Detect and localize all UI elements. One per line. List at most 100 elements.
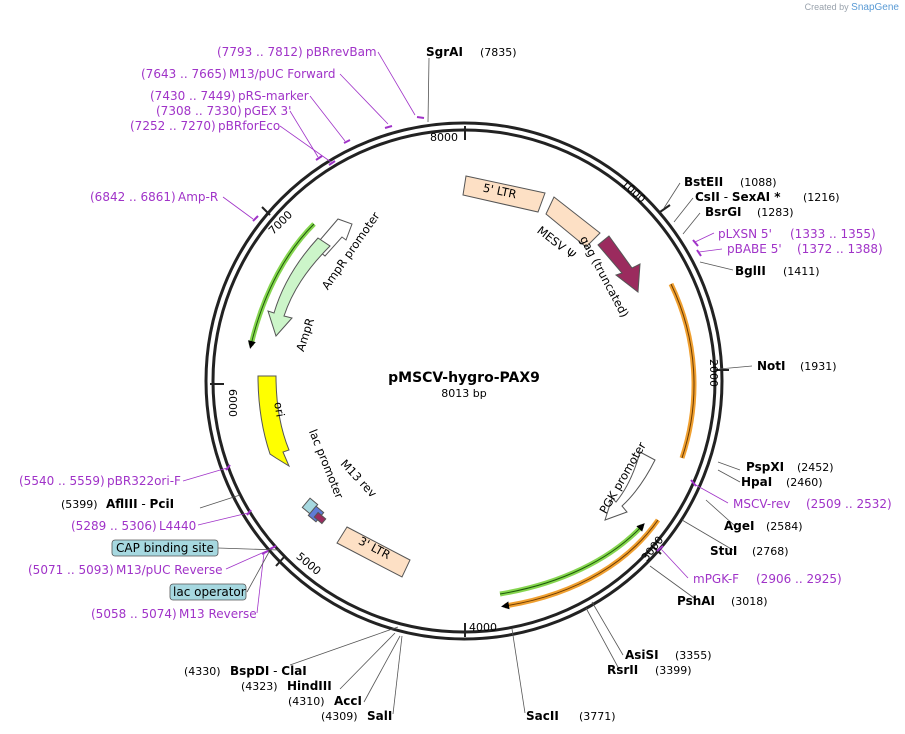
primer-pgex3[interactable]: (7308 .. 7330) pGEX 3' <box>156 104 291 118</box>
svg-text:RsrII: RsrII <box>607 663 638 677</box>
svg-text:lac operator: lac operator <box>173 585 246 599</box>
svg-text:(1333 .. 1355): (1333 .. 1355) <box>790 227 876 241</box>
svg-text:BsrGI: BsrGI <box>705 205 742 219</box>
svg-text:MSCV-rev: MSCV-rev <box>733 497 790 511</box>
tick-8000: 8000 <box>430 131 458 144</box>
svg-text:(3771): (3771) <box>579 710 616 723</box>
snapgene-logo: SnapGene <box>851 2 899 13</box>
svg-text:(5058 .. 5074): (5058 .. 5074) <box>91 607 177 621</box>
site-csii-sexai[interactable]: CsII - SexAI * (1216) <box>695 190 840 204</box>
svg-text:pLXSN 5': pLXSN 5' <box>718 227 772 241</box>
svg-text:(7308 .. 7330): (7308 .. 7330) <box>156 104 242 118</box>
primer-m13-reverse[interactable]: (5058 .. 5074) M13 Reverse <box>91 607 257 621</box>
svg-text:SalI: SalI <box>367 709 392 723</box>
site-agei[interactable]: AgeI (2584) <box>724 519 803 533</box>
site-afliii-pcii[interactable]: (5399) AflIII - PciI <box>61 497 174 511</box>
svg-text:(4323): (4323) <box>241 680 278 693</box>
svg-text:(1931): (1931) <box>800 360 837 373</box>
svg-text:BglII: BglII <box>735 264 766 278</box>
primer-prs-marker[interactable]: (7430 .. 7449) pRS-marker <box>150 89 309 103</box>
svg-text:(2768): (2768) <box>752 545 789 558</box>
svg-text:CAP binding site: CAP binding site <box>116 541 214 555</box>
svg-text:(2452): (2452) <box>797 461 834 474</box>
site-bspdi-clai[interactable]: (4330) BspDI - ClaI <box>184 664 307 678</box>
feature-ampr[interactable]: AmpR <box>267 237 331 353</box>
site-noti[interactable]: NotI (1931) <box>757 359 837 373</box>
site-acci[interactable]: (4310) AccI <box>288 694 362 708</box>
orange-arc-1 <box>668 282 697 459</box>
primer-leaders <box>182 51 729 614</box>
feature-pgk-promoter[interactable]: PGK promoter <box>596 439 656 521</box>
primer-pbrrevbam[interactable]: (7793 .. 7812) pBRrevBam <box>217 45 377 59</box>
site-bglii[interactable]: BglII (1411) <box>735 264 820 278</box>
primer-pbabe5[interactable]: pBABE 5' (1372 .. 1388) <box>727 242 883 256</box>
svg-text:SgrAI: SgrAI <box>426 45 463 59</box>
site-hpai[interactable]: HpaI (2460) <box>741 475 823 489</box>
primer-pbr322ori-f[interactable]: (5540 .. 5559) pBR322ori-F <box>19 474 181 488</box>
svg-text:BspDI - ClaI: BspDI - ClaI <box>230 664 307 678</box>
svg-text:(2509 .. 2532): (2509 .. 2532) <box>806 497 892 511</box>
site-pspxi[interactable]: PspXI (2452) <box>746 460 834 474</box>
site-bsteii[interactable]: BstEII (1088) <box>684 175 777 189</box>
cap-binding-site-box[interactable]: CAP binding site <box>111 539 219 557</box>
svg-text:(3399): (3399) <box>655 664 692 677</box>
site-sacii[interactable]: SacII (3771) <box>526 709 616 723</box>
orange-arc-2-core <box>501 519 659 610</box>
site-stui[interactable]: StuI (2768) <box>710 544 789 558</box>
primer-l4440[interactable]: (5289 .. 5306) L4440 <box>71 519 196 533</box>
svg-text:(5540 .. 5559): (5540 .. 5559) <box>19 474 105 488</box>
svg-text:5' LTR: 5' LTR <box>482 181 518 202</box>
svg-text:L4440: L4440 <box>159 519 196 533</box>
svg-text:pBABE 5': pBABE 5' <box>727 242 782 256</box>
svg-text:ori: ori <box>271 401 287 418</box>
feature-gag-truncated[interactable]: gag (truncated) <box>577 233 641 320</box>
backbone-outer <box>204 121 724 641</box>
feature-3ltr[interactable]: 3' LTR <box>336 526 411 578</box>
svg-text:(5289 .. 5306): (5289 .. 5306) <box>71 519 157 533</box>
primer-amp-r[interactable]: (6842 .. 6861) Amp-R <box>90 190 218 204</box>
svg-text:(7643 .. 7665): (7643 .. 7665) <box>141 67 227 81</box>
tick-marks <box>210 126 729 637</box>
primer-mpgk-f[interactable]: mPGK-F (2906 .. 2925) <box>693 572 842 586</box>
primer-mscv-rev[interactable]: MSCV-rev (2509 .. 2532) <box>733 497 892 511</box>
primer-m13puc-reverse[interactable]: (5071 .. 5093) M13/pUC Reverse <box>28 563 223 577</box>
svg-text:PspXI: PspXI <box>746 460 784 474</box>
primer-m13puc-forward[interactable]: (7643 .. 7665) M13/pUC Forward <box>141 67 336 81</box>
feature-5ltr[interactable]: 5' LTR <box>462 175 546 213</box>
tick-4000: 4000 <box>469 621 497 634</box>
lac-operator-box[interactable]: lac operator <box>169 583 247 601</box>
svg-text:(7793 .. 7812): (7793 .. 7812) <box>217 45 303 59</box>
site-hindiii[interactable]: (4323) HindIII <box>241 679 332 693</box>
primer-plxsn5[interactable]: pLXSN 5' (1333 .. 1355) <box>718 227 876 241</box>
svg-text:M13 Reverse: M13 Reverse <box>179 607 257 621</box>
svg-text:(5071 .. 5093): (5071 .. 5093) <box>28 563 114 577</box>
svg-text:(4310): (4310) <box>288 695 325 708</box>
svg-text:(7430 .. 7449): (7430 .. 7449) <box>150 89 236 103</box>
site-bsrgi[interactable]: BsrGI (1283) <box>705 205 794 219</box>
svg-text:(1088): (1088) <box>740 176 777 189</box>
svg-text:Amp-R: Amp-R <box>178 190 218 204</box>
lac-region[interactable] <box>301 497 327 525</box>
svg-text:BstEII: BstEII <box>684 175 723 189</box>
svg-text:(4330): (4330) <box>184 665 221 678</box>
primer-pbrforeco[interactable]: (7252 .. 7270) pBRforEco <box>130 119 280 133</box>
svg-text:HpaI: HpaI <box>741 475 772 489</box>
site-sgrai[interactable]: SgrAI (7835) <box>426 45 517 59</box>
site-asisi[interactable]: AsiSI (3355) <box>625 648 712 662</box>
feature-ori[interactable]: ori <box>257 375 291 468</box>
site-sali[interactable]: (4309) SalI <box>321 709 392 723</box>
credit-prefix: Created by <box>804 2 849 12</box>
lac-op-leader <box>246 551 270 593</box>
tick-6000: 6000 <box>226 389 239 417</box>
svg-text:CsII - SexAI *: CsII - SexAI * <box>695 190 781 204</box>
svg-text:HindIII: HindIII <box>287 679 332 693</box>
svg-text:AsiSI: AsiSI <box>625 648 659 662</box>
site-rsrii[interactable]: RsrII (3399) <box>607 663 692 677</box>
svg-text:pRS-marker: pRS-marker <box>238 89 309 103</box>
cap-leader <box>217 547 280 551</box>
svg-text:pGEX 3': pGEX 3' <box>244 104 291 118</box>
svg-text:(3355): (3355) <box>675 649 712 662</box>
svg-text:(1372 .. 1388): (1372 .. 1388) <box>797 242 883 256</box>
site-pshai[interactable]: PshAI (3018) <box>677 594 768 608</box>
site-leaders <box>199 57 753 715</box>
